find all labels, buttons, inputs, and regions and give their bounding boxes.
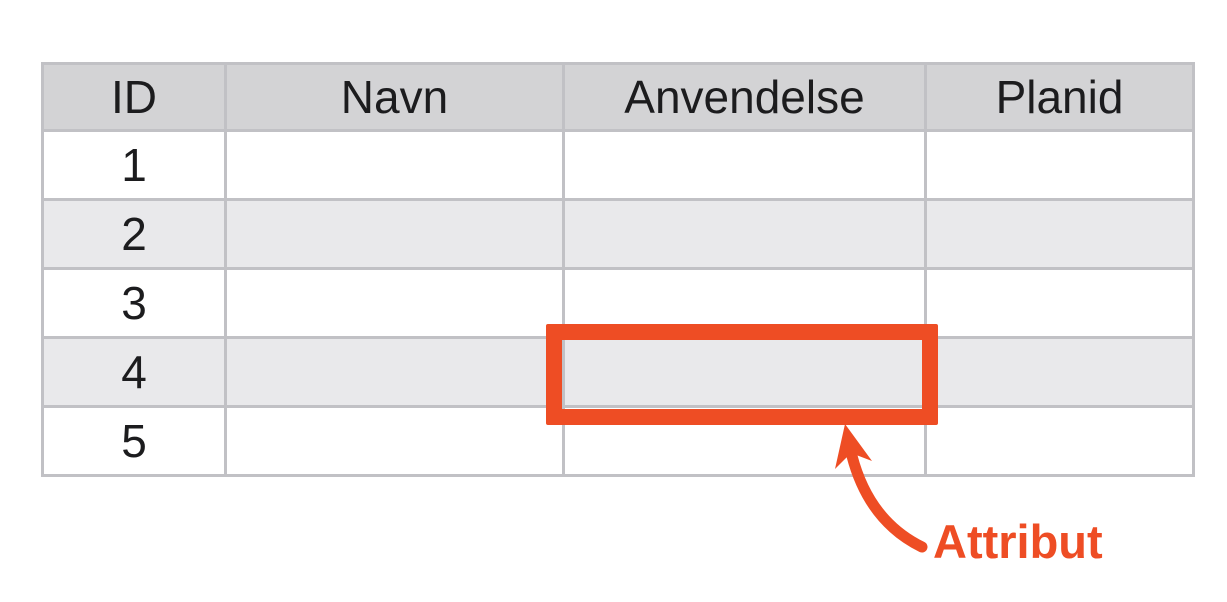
cell-planid [924,129,1195,201]
table-row: 4 [41,336,1195,408]
cell-planid [924,267,1195,339]
cell-anvendelse [562,198,927,270]
cell-navn [224,129,565,201]
cell-id: 2 [41,198,227,270]
table-row: 2 [41,198,1195,270]
table-row: 3 [41,267,1195,339]
cell-planid [924,405,1195,477]
column-header-anvendelse: Anvendelse [562,62,927,132]
cell-navn [224,267,565,339]
attribute-table-diagram: ID Navn Anvendelse Planid 1 2 3 [41,62,1195,477]
column-header-planid: Planid [924,62,1195,132]
data-table: ID Navn Anvendelse Planid 1 2 3 [41,62,1195,477]
cell-navn [224,336,565,408]
cell-id: 4 [41,336,227,408]
cell-anvendelse [562,129,927,201]
table-row: 1 [41,129,1195,201]
annotation-label: Attribut [933,515,1103,568]
cell-navn [224,405,565,477]
table-header-row: ID Navn Anvendelse Planid [41,62,1195,132]
highlighted-cell-anvendelse [562,336,927,408]
cell-navn [224,198,565,270]
cell-planid [924,198,1195,270]
column-header-navn: Navn [224,62,565,132]
cell-planid [924,336,1195,408]
cell-id: 1 [41,129,227,201]
cell-id: 3 [41,267,227,339]
column-header-id: ID [41,62,227,132]
cell-id: 5 [41,405,227,477]
cell-highlight-box [546,324,938,425]
